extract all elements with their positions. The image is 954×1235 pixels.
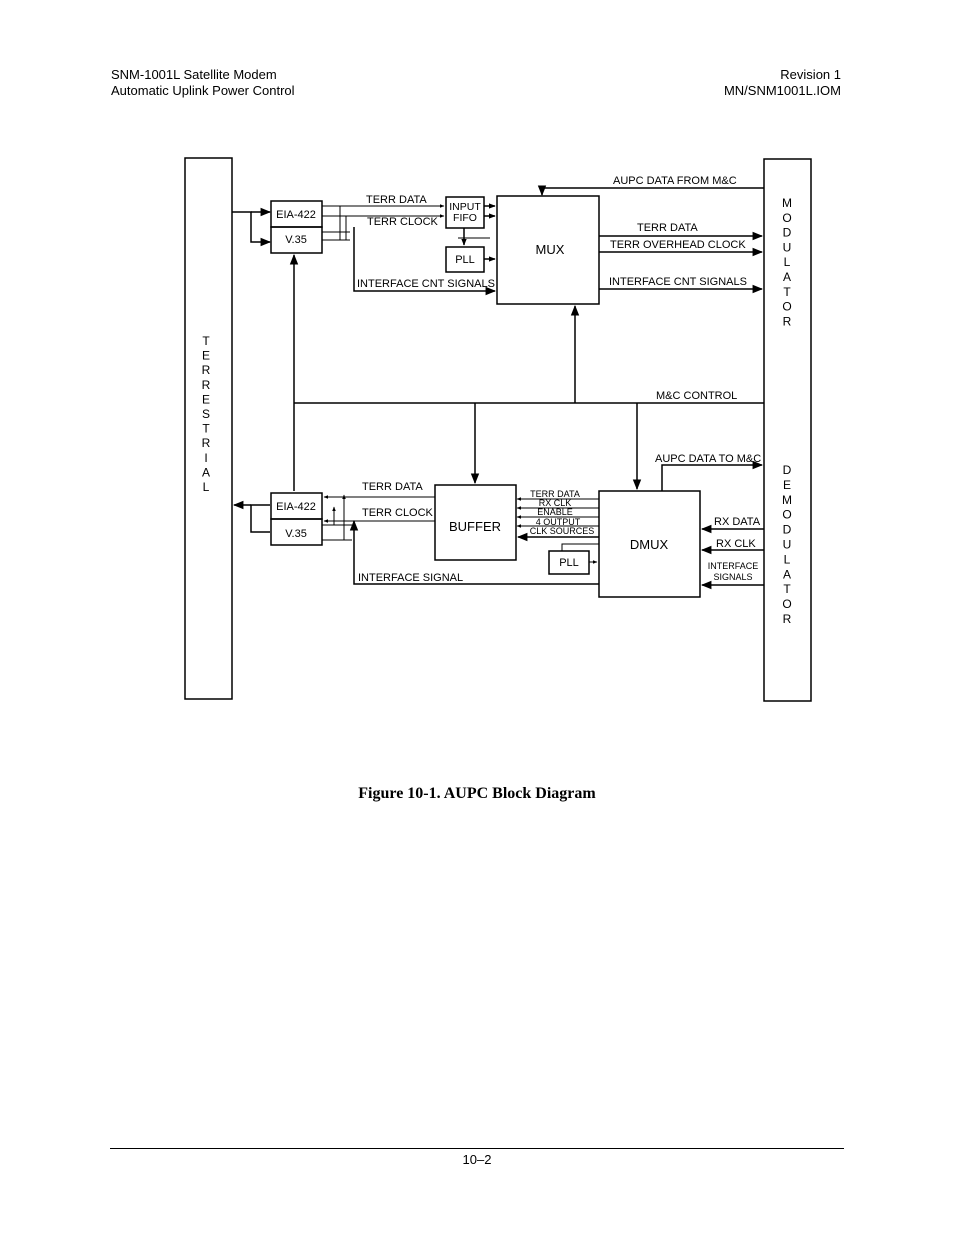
mux-label: MUX [536,242,565,257]
terr-clock-lower-label: TERR CLOCK [362,507,434,519]
v35-lower-block [270,518,323,546]
interface-signal-line [349,519,599,585]
aupc-data-to-mc-line [661,460,764,491]
pll-upper-label: PLL [455,254,475,266]
dmux-enable-label: ENABLE [537,507,573,517]
rx-clk-label: RX CLK [716,538,756,550]
terr-clock-upper-label: TERR CLOCK [367,216,439,228]
header-right: Revision 1 MN/SNM1001L.IOM [724,67,841,99]
interface-cnt-signals-left-label: INTERFACE CNT SIGNALS [357,278,495,290]
pll-lower-label: PLL [559,557,579,569]
buffer-label: BUFFER [449,519,501,534]
dmux-4-output-label: 4 OUTPUT [536,517,581,527]
interface-signals-label-1: INTERFACE [708,561,759,571]
aupc-data-from-mc-label: AUPC DATA FROM M&C [613,175,737,187]
terr-data-lower-label: TERR DATA [362,481,423,493]
page-number: 10–2 [462,1152,492,1167]
mc-control-label: M&C CONTROL [656,390,737,402]
terr-to-v35-line [232,211,272,247]
eia422-upper-label: EIA-422 [276,209,316,221]
section-title: Automatic Uplink Power Control [111,83,295,98]
terr-data-mux-label: TERR DATA [637,222,698,234]
header-left: SNM-1001L Satellite Modem Automatic Upli… [111,67,295,99]
buffer-block [434,484,517,561]
dmux-rx-clk-label: RX CLK [539,498,572,508]
document-number: MN/SNM1001L.IOM [723,83,841,98]
dmux-label: DMUX [630,537,669,552]
input-fifo-block [445,196,485,229]
interface-cnt-signals-right-label: INTERFACE CNT SIGNALS [609,276,747,288]
v35-upper-label: V.35 [285,234,307,246]
footer-divider [110,1148,844,1149]
terr-data-upper-label: TERR DATA [366,194,427,206]
v35-lower-label: V.35 [285,528,307,540]
mux-block [496,195,600,305]
aupc-data-to-mc-label: AUPC DATA TO M&C [655,453,761,465]
modem-block [763,158,812,702]
eia422-lower-label: EIA-422 [276,501,316,513]
interface-cnt-signals-line [353,227,497,296]
revision: Revision 1 [780,67,841,82]
terrestrial-block [184,157,233,700]
input-fifo-label-1: INPUT [449,201,481,213]
figure-caption: Figure 10-1. AUPC Block Diagram [358,785,596,802]
aupc-data-from-mc-line [537,185,764,197]
terr-overhead-clock-label: TERR OVERHEAD CLOCK [610,239,746,251]
interface-signals-label-2: SIGNALS [713,572,752,582]
rx-data-label: RX DATA [714,516,761,528]
input-fifo-label-2: FIFO [453,212,477,224]
dmux-terr-data-label: TERR DATA [530,489,580,499]
interface-signal-label: INTERFACE SIGNAL [358,572,463,584]
v35-lower-join [250,504,270,533]
pll-lower-feed [561,543,599,551]
document-title: SNM-1001L Satellite Modem [111,67,277,82]
dmux-clk-sources-label: CLK SOURCES [530,526,595,536]
